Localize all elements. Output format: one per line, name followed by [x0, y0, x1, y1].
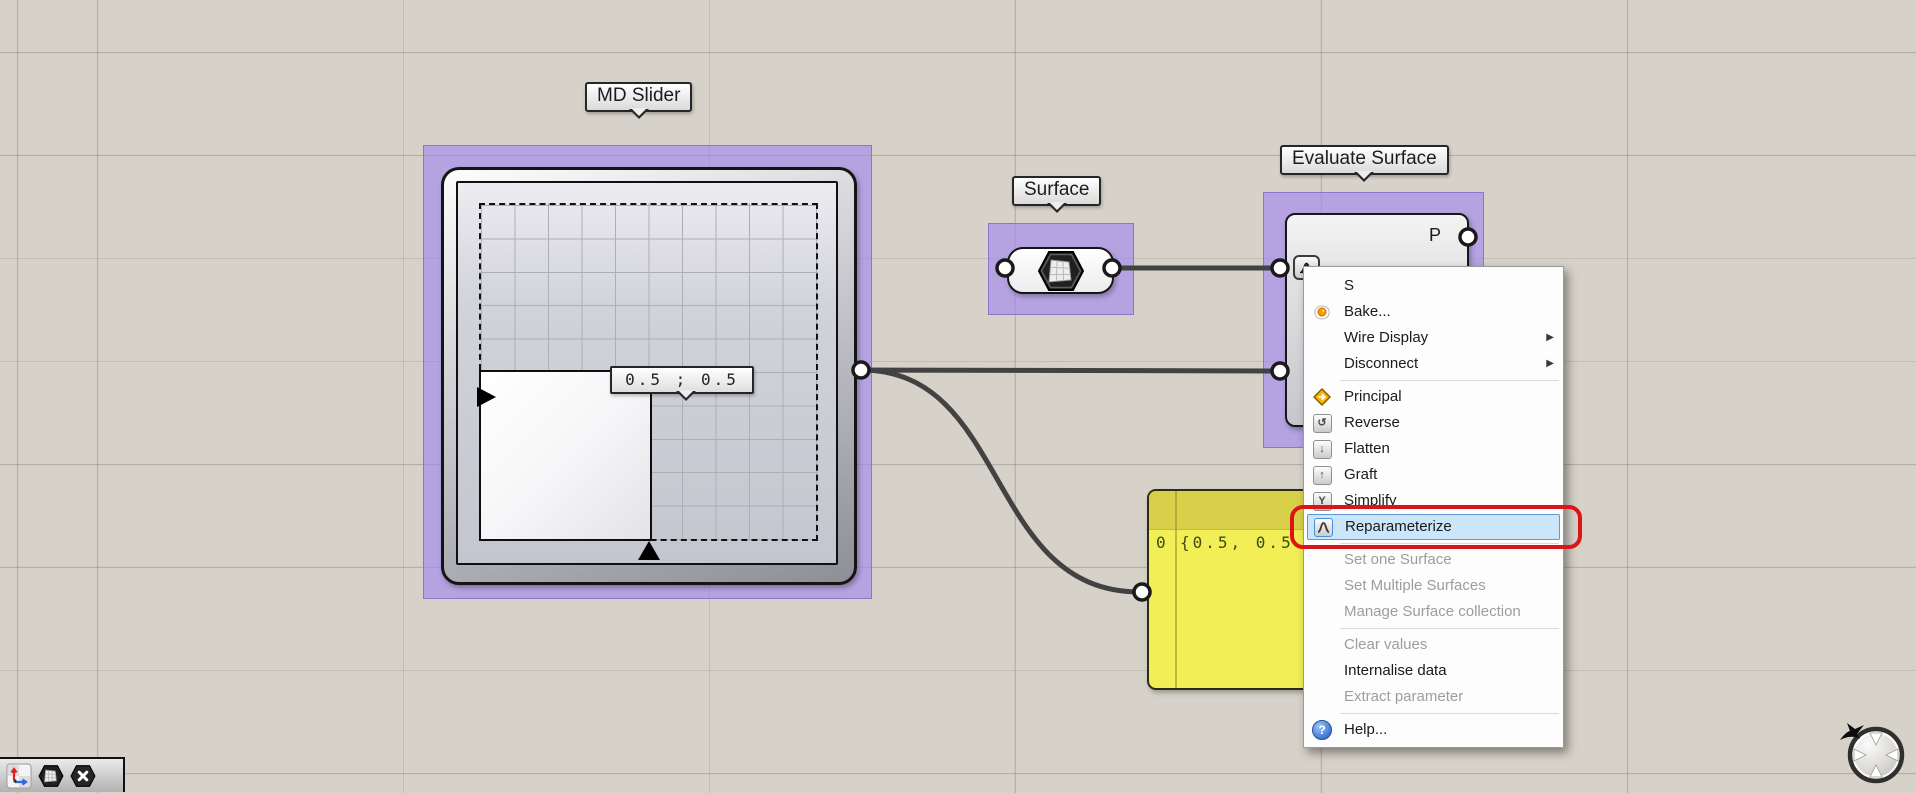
panel-header	[1149, 491, 1309, 530]
axes-icon	[6, 763, 32, 788]
menu-item-label: S	[1344, 277, 1355, 294]
md-slider-x-marker-icon[interactable]	[638, 541, 660, 560]
menu-item-s[interactable]: S	[1304, 273, 1563, 299]
menu-item-help[interactable]: ? Help...	[1304, 717, 1563, 743]
menu-item-label: Wire Display	[1344, 329, 1429, 346]
menu-item-label: Extract parameter	[1344, 688, 1464, 705]
principal-icon	[1312, 388, 1332, 406]
submenu-arrow-icon: ▶	[1546, 332, 1554, 343]
menu-item-label: Reparameterize	[1345, 518, 1452, 535]
canvas-compass-widget[interactable]	[1834, 718, 1910, 793]
surface-capsule[interactable]	[1007, 247, 1114, 294]
menu-item-internalise-data[interactable]: Internalise data	[1304, 658, 1563, 684]
canvas-toolbar	[0, 757, 125, 792]
md-slider-selected-quad[interactable]	[479, 370, 652, 541]
compass-bird-icon	[1840, 723, 1864, 740]
reparameterize-icon	[1313, 517, 1333, 537]
callout-pointer	[1048, 202, 1065, 218]
evaluate-surface-callout: Evaluate Surface	[1280, 145, 1449, 182]
menu-item-set-one-surface: Set one Surface	[1304, 547, 1563, 573]
panel-input-port[interactable]	[1132, 582, 1152, 602]
evaluate-input-s-port[interactable]	[1270, 258, 1290, 278]
menu-item-principal[interactable]: Principal	[1304, 384, 1563, 410]
panel-index-divider	[1175, 491, 1177, 688]
evaluate-input-uv-port[interactable]	[1270, 361, 1290, 381]
help-icon: ?	[1312, 720, 1332, 740]
menu-item-label: Set Multiple Surfaces	[1344, 577, 1486, 594]
evaluate-output-p-label: P	[1428, 225, 1441, 245]
reverse-icon: ↺	[1312, 413, 1332, 433]
md-slider-value-tooltip: 0.5 ; 0.5	[610, 366, 754, 401]
compass-icon	[1840, 723, 1905, 784]
menu-item-flatten[interactable]: ↓ Flatten	[1304, 436, 1563, 462]
menu-item-label: Reverse	[1344, 414, 1400, 431]
menu-item-label: Graft	[1344, 466, 1378, 483]
menu-item-reparameterize[interactable]: Reparameterize	[1307, 514, 1560, 540]
callout-pointer	[1356, 171, 1373, 187]
surface-widget-button[interactable]	[38, 763, 64, 789]
surface-callout: Surface	[1012, 176, 1102, 213]
menu-separator	[1340, 713, 1559, 714]
evaluate-surface-callout-label: Evaluate Surface	[1292, 148, 1437, 169]
menu-item-label: Help...	[1344, 721, 1388, 738]
submenu-arrow-icon: ▶	[1546, 358, 1554, 369]
surface-output-port[interactable]	[1102, 258, 1122, 278]
panel-row-index: 0	[1156, 533, 1169, 552]
menu-item-simplify[interactable]: Y Simplify	[1304, 488, 1563, 514]
evaluate-output-p-port[interactable]	[1458, 227, 1478, 247]
egg-icon	[1312, 303, 1332, 321]
menu-item-wire-display[interactable]: Wire Display ▶	[1304, 325, 1563, 351]
menu-item-set-multiple-surfaces: Set Multiple Surfaces	[1304, 573, 1563, 599]
surface-hexagon-icon	[1037, 250, 1084, 291]
close-widget-button[interactable]	[70, 763, 96, 789]
md-slider-body[interactable]: 0.5 ; 0.5	[441, 167, 857, 585]
surface-hexagon-icon	[38, 764, 64, 787]
menu-item-reverse[interactable]: ↺ Reverse	[1304, 410, 1563, 436]
menu-item-label: Internalise data	[1344, 662, 1447, 679]
panel-row-value: {0.5, 0.5	[1180, 533, 1294, 552]
callout-pointer	[630, 108, 647, 124]
surface-callout-label: Surface	[1024, 179, 1090, 200]
menu-item-label: Principal	[1344, 388, 1402, 405]
md-slider-component[interactable]: 0.5 ; 0.5	[423, 145, 870, 597]
md-slider-value: 0.5 ; 0.5	[625, 370, 739, 389]
menu-separator	[1340, 543, 1559, 544]
menu-item-disconnect[interactable]: Disconnect ▶	[1304, 351, 1563, 377]
menu-separator	[1340, 628, 1559, 629]
surface-input-port[interactable]	[995, 258, 1015, 278]
menu-separator	[1340, 380, 1559, 381]
menu-item-label: Simplify	[1344, 492, 1397, 509]
menu-item-bake[interactable]: Bake...	[1304, 299, 1563, 325]
md-slider-output-port[interactable]	[851, 360, 871, 380]
surface-component[interactable]	[988, 223, 1132, 313]
md-slider-grid-area[interactable]: 0.5 ; 0.5	[456, 181, 838, 565]
tooltip-pointer	[678, 390, 694, 406]
md-slider-callout: MD Slider	[585, 82, 693, 119]
menu-item-label: Set one Surface	[1344, 551, 1452, 568]
menu-item-label: Flatten	[1344, 440, 1390, 457]
axes-widget-button[interactable]	[6, 763, 32, 789]
menu-item-graft[interactable]: ↑ Graft	[1304, 462, 1563, 488]
simplify-icon: Y	[1312, 491, 1332, 511]
menu-item-label: Disconnect	[1344, 355, 1419, 372]
menu-item-manage-surface-collection: Manage Surface collection	[1304, 599, 1563, 625]
flatten-icon: ↓	[1312, 439, 1332, 459]
graft-icon: ↑	[1312, 465, 1332, 485]
menu-item-label: Clear values	[1344, 636, 1428, 653]
menu-item-label: Bake...	[1344, 303, 1391, 320]
wire-mdslider-to-evaluate[interactable]	[858, 367, 1283, 374]
menu-item-clear-values: Clear values	[1304, 632, 1563, 658]
md-slider-callout-label: MD Slider	[597, 85, 681, 106]
close-icon	[70, 764, 96, 787]
context-menu: S Bake... Wire Display ▶ Disconnect ▶ Pr…	[1303, 266, 1564, 748]
wire-mdslider-to-panel[interactable]	[858, 367, 1143, 595]
md-slider-y-marker-icon[interactable]	[477, 387, 496, 407]
menu-item-extract-parameter: Extract parameter	[1304, 684, 1563, 710]
data-panel[interactable]: 0 {0.5, 0.5	[1147, 489, 1311, 690]
menu-item-label: Manage Surface collection	[1344, 603, 1521, 620]
